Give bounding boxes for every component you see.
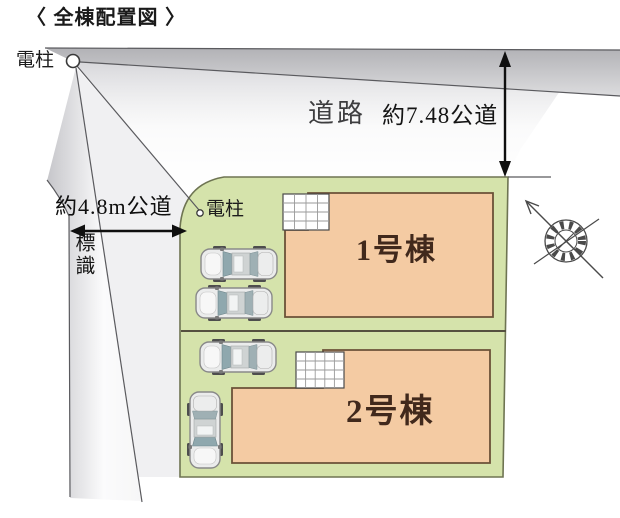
building-2-porch-grid — [295, 351, 345, 389]
road-label: 道路 — [308, 99, 367, 128]
road-width-arrow — [499, 51, 511, 177]
utility-pole-site-marker — [196, 209, 204, 217]
side-road-west-line — [46, 179, 71, 498]
top-road-fade — [74, 62, 560, 211]
side-road-width-arrow — [70, 224, 187, 238]
road-width-label: 約7.48公道 — [382, 103, 499, 128]
road-north-edge-line — [44, 47, 620, 51]
building-1-porch-grid — [282, 193, 330, 231]
parked-car-1 — [200, 245, 278, 283]
building-2-label: 2号棟 — [346, 394, 435, 430]
page-title: 〈 全棟配置図 〉 — [26, 7, 187, 29]
parked-car-4 — [186, 391, 224, 469]
side-road-east-line — [75, 67, 143, 503]
building-1-label: 1号棟 — [356, 234, 437, 267]
boundary-lines — [44, 47, 620, 503]
top-road-surface — [45, 48, 620, 96]
side-road-shoulder — [76, 67, 222, 477]
road-south-edge-line — [79, 61, 620, 97]
corner-cut-line — [76, 65, 200, 211]
side-road-surface — [47, 67, 141, 501]
side-road-width-label: 約4.8m公道 — [55, 194, 173, 219]
parked-car-3 — [199, 338, 277, 376]
parked-car-2 — [195, 284, 273, 322]
sign-label: 標識 — [72, 232, 94, 278]
utility-pole-top-label: 電柱 — [16, 50, 55, 71]
utility-pole-site-label: 電柱 — [206, 199, 245, 220]
compass-north-icon — [524, 199, 604, 279]
utility-pole-top-marker — [65, 53, 81, 69]
